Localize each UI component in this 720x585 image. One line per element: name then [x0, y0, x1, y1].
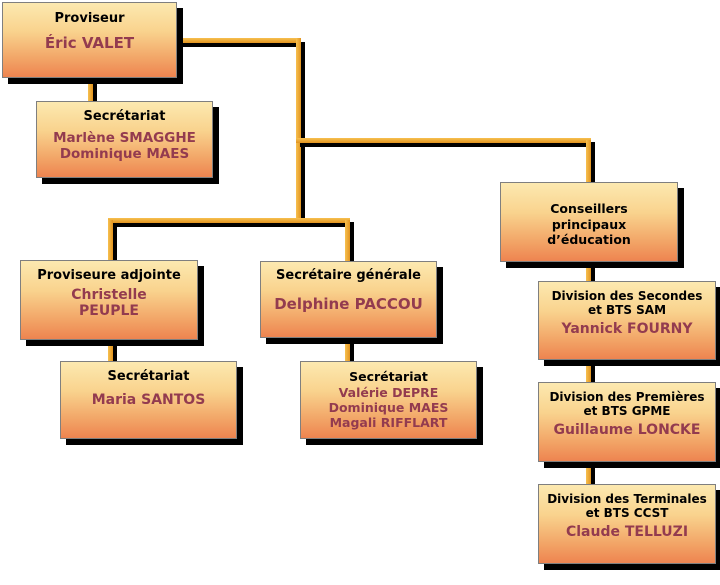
- role-title-line: Division des Terminales: [547, 492, 707, 506]
- person-names: Maria SANTOS: [61, 392, 236, 409]
- org-node-secretaire-generale: Secrétaire générale Delphine PACCOU: [260, 261, 437, 338]
- person-names: Yannick FOURNY: [539, 321, 715, 338]
- connector-to-conseillers-vertical: [586, 140, 591, 184]
- person-names: Marlène SMAGGHE Dominique MAES: [37, 129, 212, 163]
- role-title-line: et BTS CCST: [585, 506, 669, 521]
- role-title-line: Proviseur: [54, 11, 125, 26]
- role-title-line: Secrétaire générale: [276, 268, 421, 283]
- person-name: Delphine PACCOU: [274, 294, 423, 313]
- connector-to-proviseure-adjointe: [108, 220, 113, 262]
- role-title: Secrétaire générale: [261, 268, 436, 284]
- role-title-line: et BTS SAM: [587, 303, 667, 318]
- person-names: Valérie DEPRE Dominique MAES Magali RIFF…: [301, 385, 476, 430]
- role-title-line: Secrétariat: [107, 369, 190, 384]
- person-name: PEUPLE: [79, 303, 139, 320]
- org-node-division-premieres: Division des Premières et BTS GPME Guill…: [538, 382, 716, 462]
- role-title-line: Proviseure adjointe: [37, 268, 181, 283]
- org-node-proviseur: Proviseur Éric VALET: [2, 2, 177, 78]
- person-name: Claude TELLUZI: [565, 523, 689, 540]
- org-node-division-secondes: Division des Secondes et BTS SAM Yannick…: [538, 281, 716, 360]
- role-title-line: Division des Secondes: [551, 289, 703, 303]
- person-names: Éric VALET: [3, 33, 176, 53]
- org-node-secretariat-proviseur: Secrétariat Marlène SMAGGHE Dominique MA…: [36, 101, 213, 178]
- person-name: Dominique MAES: [328, 399, 449, 415]
- person-name: Éric VALET: [44, 33, 135, 52]
- person-name: Dominique MAES: [59, 145, 190, 162]
- role-title-line: Conseillers: [550, 201, 628, 216]
- person-names: Guillaume LONCKE: [539, 422, 715, 439]
- role-title: Proviseur: [3, 11, 176, 27]
- role-title-line: principaux: [551, 216, 627, 232]
- role-title: Secrétariat: [61, 369, 236, 385]
- role-title: Proviseure adjointe: [21, 268, 197, 284]
- person-names: Claude TELLUZI: [539, 524, 715, 541]
- role-title-line: Secrétariat: [349, 369, 428, 384]
- connector-to-conseillers-horizontal: [296, 138, 591, 143]
- role-title-line: Division des Premières: [549, 390, 705, 404]
- connector-to-secretaire-generale: [345, 220, 350, 263]
- role-title-line: Secrétariat: [83, 109, 166, 124]
- person-name: Marlène SMAGGHE: [53, 129, 196, 146]
- connector-adjointe-secretariat: [108, 338, 113, 363]
- person-name: Guillaume LONCKE: [553, 421, 701, 438]
- connector-adjointe-secgen-horizontal: [108, 218, 350, 223]
- role-title: Division des Terminales et BTS CCST: [539, 492, 715, 521]
- role-title-line: et BTS GPME: [583, 404, 671, 419]
- role-title: Division des Premières et BTS GPME: [539, 390, 715, 419]
- connector-division1-division2: [586, 358, 591, 384]
- org-node-secretariat-generale: Secrétariat Valérie DEPRE Dominique MAES…: [300, 361, 477, 439]
- role-title: Division des Secondes et BTS SAM: [539, 289, 715, 318]
- person-name: Maria SANTOS: [91, 391, 206, 408]
- connector-division2-division3: [586, 460, 591, 486]
- org-node-conseillers-principaux: Conseillers principaux d’éducation: [500, 182, 678, 262]
- role-title-line: d’éducation: [547, 232, 631, 248]
- person-name: Magali RIFFLART: [329, 414, 448, 430]
- person-names: Christelle PEUPLE: [21, 287, 197, 320]
- role-title: Secrétariat: [301, 369, 476, 384]
- role-title: Secrétariat: [37, 109, 212, 125]
- connector-conseillers-division1: [586, 260, 591, 283]
- connector-proviseur-right: [177, 38, 301, 43]
- connector-proviseur-secretariat: [88, 76, 93, 103]
- org-node-proviseure-adjointe: Proviseure adjointe Christelle PEUPLE: [20, 260, 198, 340]
- connector-main-vertical: [296, 38, 301, 223]
- org-node-secretariat-adjointe: Secrétariat Maria SANTOS: [60, 361, 237, 439]
- role-title: Conseillers principaux d’éducation: [501, 201, 677, 248]
- person-name: Yannick FOURNY: [561, 320, 693, 337]
- org-node-division-terminales: Division des Terminales et BTS CCST Clau…: [538, 484, 716, 564]
- person-names: Delphine PACCOU: [261, 294, 436, 314]
- person-name: Valérie DEPRE: [338, 385, 439, 400]
- person-name: Christelle: [71, 286, 147, 303]
- connector-secgen-secretariat: [345, 336, 350, 363]
